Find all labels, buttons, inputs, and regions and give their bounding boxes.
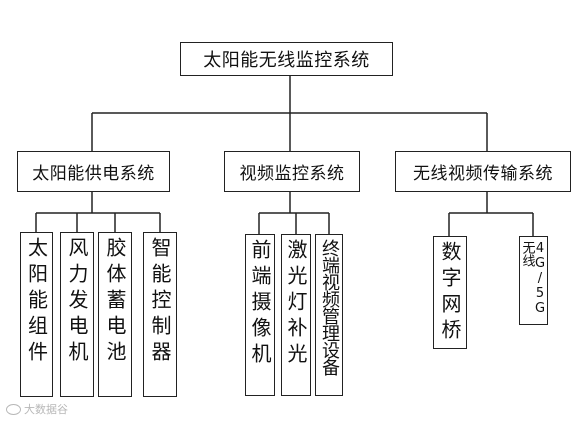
leaf-solar-module: 太阳能组件	[20, 232, 53, 397]
leaf-terminal-video-management: 终端视频管理设备	[315, 234, 343, 396]
watermark: 大数据谷	[6, 401, 68, 417]
node-solar-power-system: 太阳能供电系统	[17, 151, 170, 192]
node-video-surveillance-system: 视频监控系统	[224, 151, 360, 192]
root-node: 太阳能无线监控系统	[180, 42, 393, 76]
node-wireless-transmission-system: 无线视频传输系统	[395, 151, 571, 192]
leaf-gel-battery: 胶体蓄电池	[98, 232, 132, 397]
leaf-wind-generator: 风力发电机	[60, 232, 94, 397]
node-label: 太阳能供电系统	[32, 164, 155, 184]
leaf-front-camera: 前端摄像机	[245, 234, 275, 396]
leaf-laser-fill-light: 激光灯补光	[281, 234, 311, 396]
leaf-label: 4G/5G无线	[519, 241, 548, 316]
node-label: 无线视频传输系统	[413, 164, 553, 184]
leaf-digital-bridge: 数字网桥	[433, 236, 467, 349]
chat-bubble-icon	[6, 403, 21, 415]
leaf-label: 胶体蓄电池	[103, 237, 127, 367]
leaf-label: 激光灯补光	[284, 239, 308, 369]
leaf-label: 智能控制器	[148, 237, 172, 367]
leaf-smart-controller: 智能控制器	[143, 232, 177, 397]
leaf-label: 终端视频管理设备	[319, 239, 340, 375]
leaf-label: 前端摄像机	[248, 239, 272, 369]
leaf-label: 太阳能组件	[24, 237, 49, 367]
watermark-text: 大数据谷	[24, 403, 68, 416]
leaf-4g-5g-wireless: 4G/5G无线	[519, 236, 548, 325]
leaf-label: 风力发电机	[65, 237, 89, 367]
node-label: 视频监控系统	[239, 164, 345, 184]
leaf-label: 数字网桥	[438, 241, 462, 345]
root-node-label: 太阳能无线监控系统	[203, 50, 370, 71]
